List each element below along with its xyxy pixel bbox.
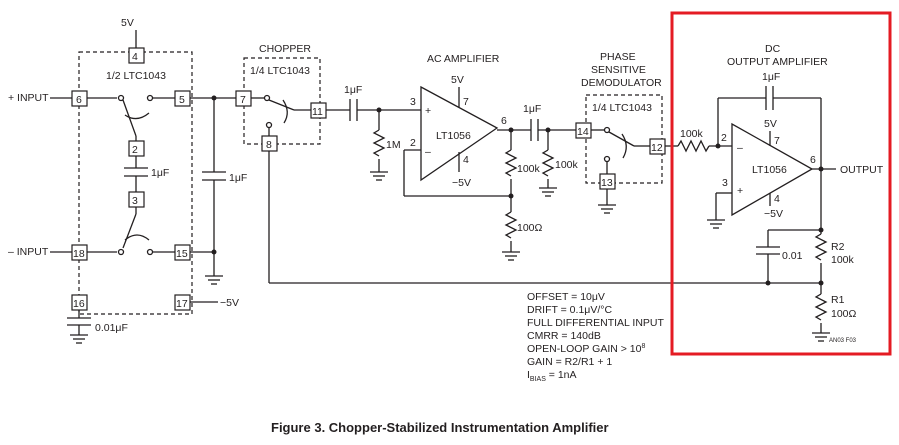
demod-title-3: DEMODULATOR — [581, 77, 662, 89]
dc-title-1: DC — [765, 43, 781, 55]
r1-name: R1 — [831, 294, 845, 306]
pin-6-label: 6 — [76, 94, 82, 106]
pin-2-label: 2 — [132, 144, 138, 156]
specs-block: OFFSET = 10μV DRIFT = 0.1μV/°C FULL DIFF… — [527, 291, 664, 383]
pin-8-label: 8 — [266, 139, 272, 151]
dc-opamp-part: LT1056 — [752, 164, 787, 176]
dc-opamp-pin4: 4 — [774, 193, 780, 205]
r2-value: 100k — [831, 254, 855, 266]
pin-5-label: 5 — [179, 94, 185, 106]
dc-output-amplifier: DC OUTPUT AMPLIFIER 1μF 100k 5V LT1056 –… — [665, 43, 884, 344]
pin-13-label: 13 — [601, 177, 613, 189]
dc-amp-vplus: 5V — [764, 118, 777, 130]
spec-open-loop-gain: OPEN-LOOP GAIN > 108 — [527, 343, 645, 355]
hold-cap-label: 1μF — [229, 172, 247, 184]
spec-cmrr: CMRR = 140dB — [527, 330, 601, 342]
r2-name: R2 — [831, 241, 845, 253]
supply-minus5v-label: −5V — [220, 297, 239, 309]
chopper-part: 1/4 LTC1043 — [250, 65, 310, 77]
ac-opamp-pin3: 3 — [410, 96, 416, 108]
ac-coupling-cap-label: 1μF — [344, 84, 362, 96]
spec-gain: GAIN = R2/R1 + 1 — [527, 356, 612, 368]
ac-opamp-part: LT1056 — [436, 130, 471, 142]
spec-offset: OFFSET = 10μV — [527, 291, 605, 303]
output-label: OUTPUT — [840, 164, 884, 176]
dc-fb-cap-label: 1μF — [762, 71, 780, 83]
ac-opamp-plus: + — [425, 105, 431, 117]
dc-opamp-pin6: 6 — [810, 154, 816, 166]
ac-opamp-pin7: 7 — [463, 96, 469, 108]
pin-12-label: 12 — [651, 142, 663, 154]
supply-5v-label: 5V — [121, 17, 134, 29]
ac-amp-title: AC AMPLIFIER — [427, 53, 500, 65]
dc-amp-vminus: −5V — [764, 208, 783, 220]
ac-amplifier: 1μF 1M AC AMPLIFIER 5V LT1056 + – 3 2 7 … — [326, 53, 579, 261]
pin-18-label: 18 — [73, 248, 85, 260]
pin-4-box — [128, 47, 145, 64]
ac-opamp-pin2: 2 — [410, 137, 416, 149]
ac-opamp-pin4: 4 — [463, 154, 469, 166]
dc-opamp-pin7: 7 — [774, 135, 780, 147]
r1-value: 100Ω — [831, 308, 857, 320]
bias-res-label: 1M — [386, 139, 401, 151]
figure-code: AN03 F03 — [829, 338, 857, 344]
pin-3-label: 3 — [132, 195, 138, 207]
dc-opamp-pin2: 2 — [721, 132, 727, 144]
bottom-cap-label: 0.01μF — [95, 322, 128, 334]
spec-ibias: IBIAS = 1nA — [527, 369, 577, 383]
highlight-box — [670, 11, 892, 356]
ac-gnd-res-label: 100Ω — [517, 222, 543, 234]
pin-15-label: 15 — [176, 248, 188, 260]
dc-opamp-minus: – — [737, 142, 743, 154]
chopper-block: CHOPPER 1/4 LTC1043 7 8 11 — [235, 43, 327, 283]
demod-part: 1/4 LTC1043 — [592, 102, 652, 114]
pin-11-label: 11 — [312, 106, 323, 118]
demod-title-1: PHASE — [600, 51, 636, 63]
spec-drift: DRIFT = 0.1μV/°C — [527, 304, 612, 316]
ac-opamp-pin6: 6 — [501, 115, 507, 127]
pin-4-label: 4 — [132, 51, 138, 63]
dc-opamp-pin3: 3 — [722, 177, 728, 189]
switch-block-1: 5V 4 1/2 LTC1043 + INPUT 6 5 2 1μF 3 — [8, 17, 247, 344]
demod-cap-label: 1μF — [523, 103, 541, 115]
chopper-title: CHOPPER — [259, 43, 311, 55]
demodulator-block: PHASE SENSITIVE DEMODULATOR 1/4 LTC1043 … — [575, 51, 666, 214]
dc-filter-cap-label: 0.01 — [782, 250, 803, 262]
demod-title-2: SENSITIVE — [591, 64, 646, 76]
figure-caption: Figure 3. Chopper-Stabilized Instrumenta… — [271, 420, 609, 435]
dc-title-2: OUTPUT AMPLIFIER — [727, 56, 828, 68]
pin-17-label: 17 — [176, 298, 188, 310]
plus-input-label: + INPUT — [8, 92, 49, 104]
dc-opamp-triangle — [731, 122, 814, 217]
spec-differential: FULL DIFFERENTIAL INPUT — [527, 317, 664, 329]
ac-amp-vminus: −5V — [452, 177, 471, 189]
pin-16-label: 16 — [73, 298, 85, 310]
switch-block-1-part: 1/2 LTC1043 — [106, 70, 166, 82]
dc-in-res-label: 100k — [680, 128, 704, 140]
dc-opamp-plus: + — [737, 185, 743, 197]
ac-amp-vplus: 5V — [451, 74, 464, 86]
demod-shunt-res-label: 100k — [555, 159, 579, 171]
pin-14-label: 14 — [577, 126, 589, 138]
ac-fb-res-label: 100k — [517, 163, 541, 175]
ac-opamp-minus: – — [425, 146, 431, 158]
flying-cap-label: 1μF — [151, 167, 169, 179]
minus-input-label: – INPUT — [8, 246, 49, 258]
pin-7-label: 7 — [240, 94, 246, 106]
